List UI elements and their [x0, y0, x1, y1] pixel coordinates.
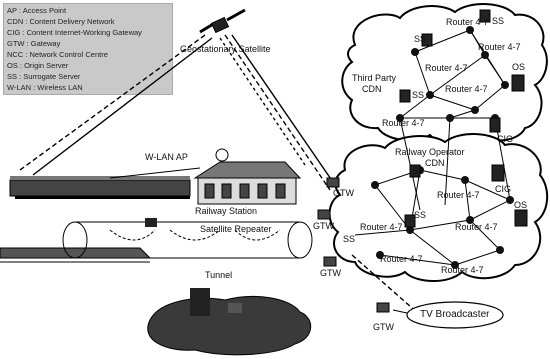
- ss-label: SS: [412, 166, 425, 176]
- router-label: Router 4-7: [425, 63, 468, 73]
- legend-box: AP : Access Point CDN : Content Delivery…: [3, 3, 173, 95]
- router-label: Router 4-7: [446, 17, 489, 27]
- router-label: Router 4-7: [478, 42, 521, 52]
- ss-label: SS: [492, 16, 505, 26]
- railway-station-label: Railway Station: [195, 206, 258, 216]
- gtw-label: GTW: [313, 221, 334, 231]
- legend-item: CDN : Content Delivery Network: [7, 17, 115, 26]
- router-label: Router 4-7: [437, 190, 480, 200]
- legend-item: CIG : Content Internet-Working Gateway: [7, 28, 142, 37]
- tv-broadcaster-label: TV Broadcaster: [420, 309, 490, 320]
- gtw-label: GTW: [333, 188, 354, 198]
- wlan-ap-label: W-LAN AP: [145, 152, 188, 162]
- railway-station-icon: [193, 148, 302, 205]
- gtw-label: GTW: [320, 268, 341, 278]
- router-label: Router 4-7: [360, 222, 403, 232]
- gateway-icons: [317, 177, 390, 313]
- legend-item: W-LAN : Wireless LAN: [7, 83, 83, 92]
- router-label: Router 4-7: [380, 254, 423, 264]
- cig-label: CIG: [497, 134, 514, 144]
- legend-item: NCC : Network Control Centre: [7, 50, 108, 59]
- legend-item: SS : Surrogate Server: [7, 72, 81, 81]
- tunnel-label: Tunnel: [205, 270, 233, 280]
- cig-label: CIG: [495, 184, 512, 194]
- third-party-cdn-cloud: [341, 3, 548, 145]
- third-party-cdn-label: CDN: [362, 84, 382, 94]
- island: [147, 288, 312, 356]
- gtw-label: GTW: [373, 322, 394, 332]
- ss-label: SS: [343, 234, 356, 244]
- third-party-cdn-label: Third Party: [352, 73, 397, 83]
- router-label: Router 4-7: [455, 222, 498, 232]
- satellite-repeater-label: Satellite Repeater: [200, 224, 272, 234]
- server-icons: [399, 9, 528, 228]
- legend-item: AP : Access Point: [7, 6, 67, 15]
- router-label: Router 4-7: [382, 118, 425, 128]
- ss-label: SS: [414, 34, 427, 44]
- railway-operator-cdn-label: CDN: [425, 158, 445, 168]
- os-label: OS: [514, 200, 528, 210]
- tunnel-icon: [62, 221, 313, 259]
- tv-broadcaster-node: [406, 301, 504, 329]
- satellite-label: Geostationary Satellite: [180, 44, 271, 54]
- train-icon: [9, 176, 191, 199]
- router-label: Router 4-7: [445, 84, 488, 94]
- legend-item: GTW : Gateway: [7, 39, 61, 48]
- legend-item: OS : Origin Server: [7, 61, 69, 70]
- satellite-repeater-icon: [145, 218, 157, 227]
- os-label: OS: [512, 62, 526, 72]
- tunnel-train-icon: [0, 247, 152, 263]
- geostationary-satellite-icon: [199, 8, 246, 34]
- network-links: [354, 29, 511, 266]
- ss-label: SS: [414, 210, 427, 220]
- ss-label: SS: [412, 90, 425, 100]
- router-label: Router 4-7: [441, 265, 484, 275]
- railway-operator-cdn-label: Railway Operator: [395, 147, 465, 157]
- satellite-links: [19, 34, 421, 316]
